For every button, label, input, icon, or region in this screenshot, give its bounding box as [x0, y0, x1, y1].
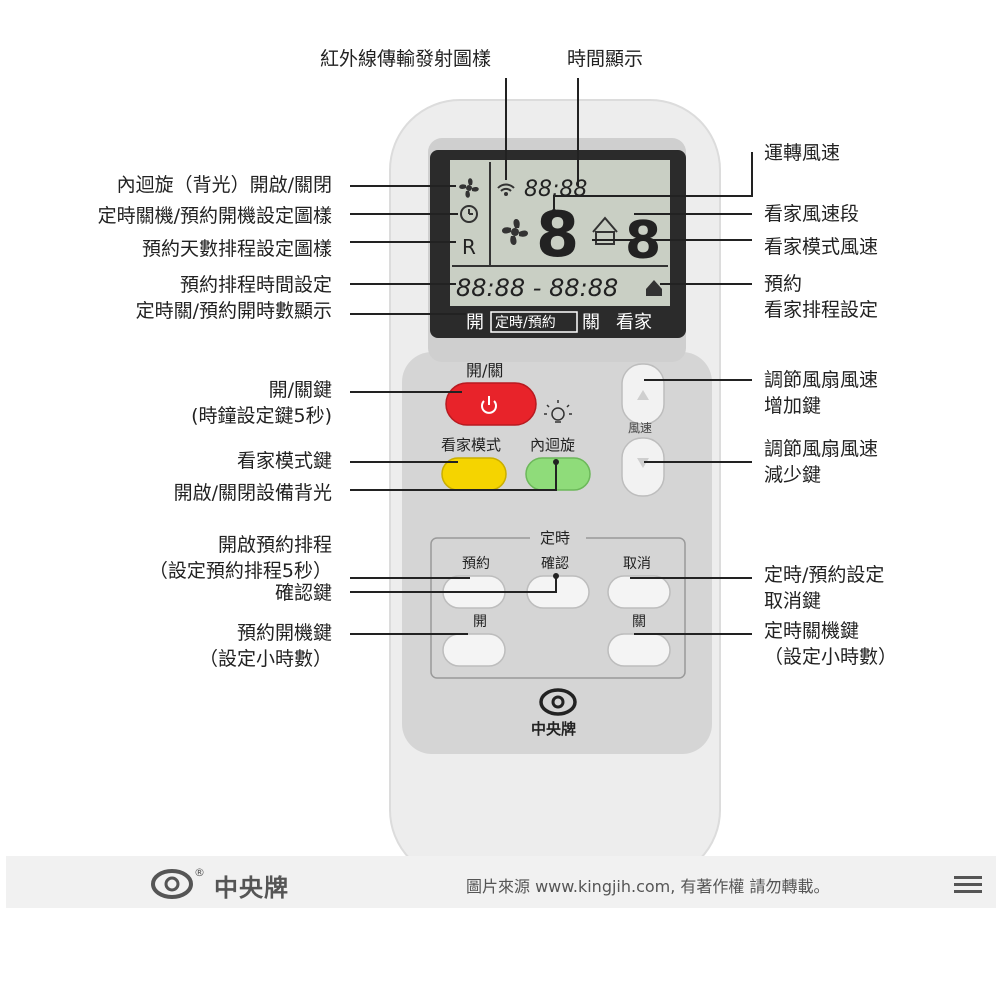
home-mode-label: 看家模式 [441, 436, 501, 454]
label-reserve-on-key-line2: （設定小時數） [198, 648, 332, 670]
on-button[interactable] [442, 633, 506, 667]
footer-bar [6, 856, 996, 908]
label-off-timer-line2: （設定小時數） [764, 646, 898, 668]
label-fan-up: 調節風扇風速 增加鍵 [764, 367, 878, 419]
up-arrow-icon [637, 390, 649, 400]
off-button[interactable] [607, 633, 671, 667]
label-fan-down: 調節風扇風速 減少鍵 [764, 436, 878, 488]
leader-lines [350, 78, 753, 635]
down-arrow-icon [637, 458, 649, 468]
confirm-label: 確認 [541, 556, 569, 572]
lcd-bottom-timer: 定時/預約 [495, 315, 556, 331]
label-home-mode-fan: 看家模式風速 [764, 236, 879, 258]
lcd-schedule-time: 88:88 - 88:88 [456, 274, 618, 302]
label-open-schedule-line2: （設定預約排程5秒） [148, 560, 332, 582]
footer-brand: 中央牌 [214, 874, 289, 902]
fan-label: 風速 [628, 421, 652, 435]
fan-down-button[interactable] [621, 437, 665, 497]
reserve-label: 預約 [462, 556, 490, 572]
on-label: 開 [473, 614, 487, 630]
menu-icon[interactable] [954, 876, 982, 894]
label-reserve-on-key-line1: 預約開機鍵 [236, 622, 332, 644]
lcd-screen [450, 160, 670, 306]
label-timer-off-icon: 定時關機/預約開機設定圖樣 [97, 205, 332, 227]
lcd-reserve-letter: R [462, 235, 476, 259]
clock-icon [460, 205, 478, 223]
label-reserve-time-setting: 預約排程時間設定 [179, 274, 332, 296]
label-reserve-days-icon: 預約天數排程設定圖樣 [141, 238, 332, 260]
label-timer-hours-display: 定時關/預約開時數顯示 [135, 300, 332, 322]
label-ir-icon: 紅外線傳輸發射圖樣 [320, 48, 492, 70]
power-button[interactable] [445, 382, 537, 426]
inner-swirl-label: 內迴旋 [530, 436, 575, 454]
lcd-home-small-icon [646, 280, 662, 296]
power-icon [481, 396, 497, 414]
cancel-button[interactable] [607, 575, 671, 609]
label-reserve-home: 預約 看家排程設定 [764, 271, 878, 323]
fan-up-button[interactable] [621, 363, 665, 425]
lcd-time: 88:88 [524, 177, 587, 202]
power-label: 開/關 [466, 361, 503, 380]
label-inner-swirl-backlight: 內迴旋（背光）開啟/關閉 [116, 174, 332, 196]
label-cancel-key: 定時/預約設定 取消鍵 [764, 562, 884, 614]
label-fan-up-line1: 調節風扇風速 [764, 369, 879, 391]
lcd-bottom-open: 開 [466, 312, 484, 333]
label-fan-down-line2: 減少鍵 [764, 464, 822, 486]
footer-credit: 圖片來源 www.kingjih.com, 有著作權 請勿轉載。 [466, 877, 830, 896]
label-power-key: 開/關鍵 (時鐘設定鍵5秒) [191, 377, 332, 429]
label-open-schedule-line1: 開啟預約排程 [217, 534, 332, 556]
footer-logo-icon: ® [151, 866, 205, 899]
label-fan-speed: 運轉風速 [764, 142, 841, 164]
leader-dots [551, 209, 559, 579]
lcd-bottom-close: 關 [582, 312, 600, 333]
label-reserve-home-line1: 預約 [764, 273, 803, 295]
label-power-key-line2: (時鐘設定鍵5秒) [191, 405, 332, 427]
label-off-timer-line1: 定時關機鍵 [764, 620, 860, 642]
label-backlight-toggle: 開啟/關閉設備背光 [173, 482, 332, 504]
remote-brand: 中央牌 [531, 720, 576, 738]
fan-icon [459, 178, 479, 198]
label-open-schedule: 開啟預約排程 （設定預約排程5秒） [149, 532, 332, 584]
lcd-bottom-home: 看家 [616, 312, 652, 333]
house-icon [592, 216, 618, 245]
label-fan-down-line1: 調節風扇風速 [764, 438, 879, 460]
timer-group-label: 定時 [540, 529, 570, 547]
off-label: 關 [632, 614, 646, 630]
cancel-label: 取消 [623, 556, 651, 572]
label-off-timer-key: 定時關機鍵 （設定小時數） [764, 618, 897, 670]
lcd-fan-large-icon [502, 219, 528, 245]
label-confirm-key: 確認鍵 [274, 582, 332, 604]
label-home-fan-segment: 看家風速段 [764, 203, 860, 225]
label-time-display: 時間顯示 [567, 48, 644, 70]
label-cancel-line2: 取消鍵 [764, 590, 822, 612]
svg-text:®: ® [194, 866, 205, 879]
lightbulb-icon [544, 400, 572, 423]
label-cancel-line1: 定時/預約設定 [764, 564, 885, 586]
brand-logo-icon [539, 688, 577, 716]
ir-signal-icon [497, 183, 515, 196]
label-fan-up-line2: 增加鍵 [764, 395, 822, 417]
label-power-key-line1: 開/關鍵 [268, 379, 332, 401]
inner-swirl-button[interactable] [525, 457, 591, 491]
label-reserve-on-key: 預約開機鍵 （設定小時數） [199, 620, 332, 672]
lcd-big-digit: 8 [536, 198, 579, 271]
label-home-mode-key: 看家模式鍵 [236, 450, 332, 472]
label-reserve-home-line2: 看家排程設定 [764, 299, 879, 321]
